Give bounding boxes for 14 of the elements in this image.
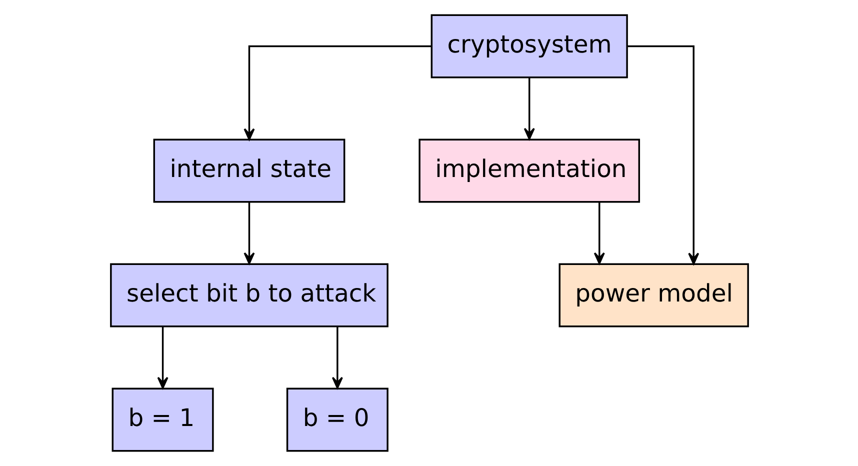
arrow	[593, 202, 604, 264]
node-box: internal state	[152, 138, 345, 203]
node-box: power model	[558, 263, 748, 328]
node-box: b = 0	[286, 388, 388, 452]
node-box: implementation	[418, 138, 640, 203]
node-box: b = 1	[111, 388, 214, 452]
arrow	[626, 45, 699, 265]
node-box: select bit b to attack	[110, 263, 388, 328]
arrow	[156, 326, 168, 389]
node-box: cryptosystem	[430, 14, 628, 78]
arrow	[243, 45, 431, 140]
arrow	[243, 202, 254, 264]
arrow	[331, 326, 342, 389]
arrow	[523, 78, 534, 140]
